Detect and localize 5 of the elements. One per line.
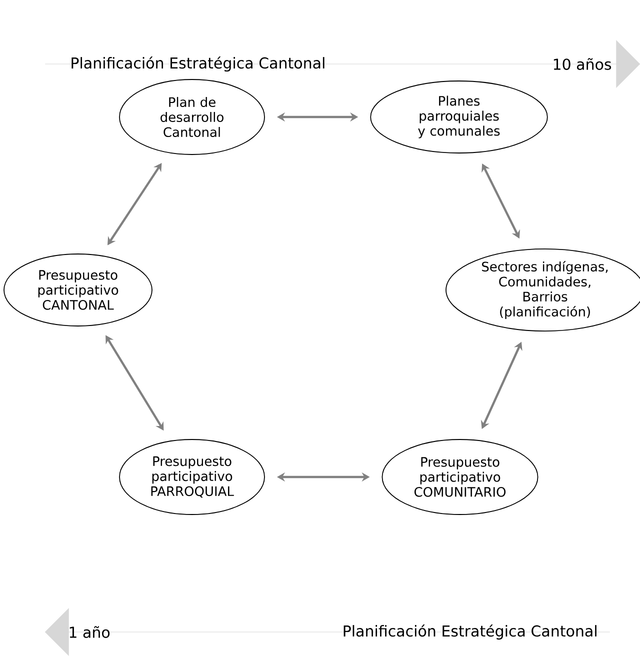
ellipse-node: Plan de desarrollo Cantonal <box>119 79 265 155</box>
ellipse-node: Planes parroquiales y comunales <box>370 80 548 154</box>
ellipse-node: Presupuesto participativo PARROQUIAL <box>119 439 265 515</box>
ellipse-node: Presupuesto participativo CANTONAL <box>4 254 152 326</box>
ellipse-node: Presupuesto participativo COMUNITARIO <box>382 439 538 515</box>
